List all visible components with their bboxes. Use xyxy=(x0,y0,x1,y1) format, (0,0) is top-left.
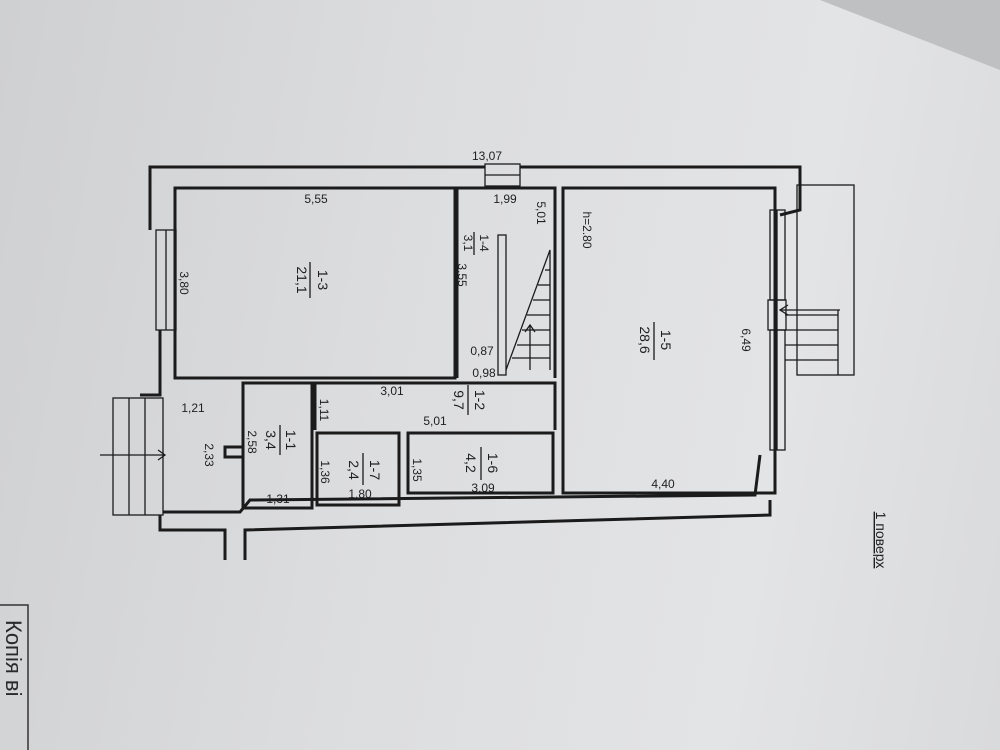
staircase xyxy=(505,249,551,371)
svg-text:3,09: 3,09 xyxy=(471,481,495,495)
room-1-3 xyxy=(173,186,457,380)
chimney xyxy=(223,445,245,459)
svg-text:0,87: 0,87 xyxy=(470,344,494,358)
outer-walls xyxy=(140,165,802,560)
svg-text:1-4: 1-4 xyxy=(477,234,491,252)
svg-text:1,36: 1,36 xyxy=(318,460,332,484)
room-label-1-7: 1-7 2,4 xyxy=(346,453,383,485)
svg-text:1-6: 1-6 xyxy=(485,453,501,473)
room-label-1-5: 1-5 28,6 xyxy=(637,322,674,360)
room-label-1-4: 1-4 3,1 xyxy=(461,232,491,255)
svg-text:3,1: 3,1 xyxy=(461,235,475,252)
svg-text:1,80: 1,80 xyxy=(348,487,372,501)
svg-text:1-7: 1-7 xyxy=(367,460,383,480)
dimension-labels: 13,07 5,55 3,80 1,99 5,01 3,55 0,87 0,98… xyxy=(177,149,753,506)
room-1-7 xyxy=(315,431,401,507)
svg-text:2,58: 2,58 xyxy=(245,430,259,454)
room-1-6 xyxy=(406,431,555,495)
room-label-1-1: 1-1 3,4 xyxy=(263,425,299,455)
windows xyxy=(155,163,787,451)
svg-text:Копія ві: Копія ві xyxy=(1,620,26,696)
entrance-stairs-left xyxy=(100,397,167,516)
svg-text:1-5: 1-5 xyxy=(658,330,674,350)
svg-text:5,01: 5,01 xyxy=(534,201,548,225)
svg-text:2,33: 2,33 xyxy=(202,443,216,467)
svg-text:5,01: 5,01 xyxy=(423,414,447,428)
room-label-1-3: 1-3 21,1 xyxy=(294,262,331,298)
svg-text:3,01: 3,01 xyxy=(380,384,404,398)
svg-text:3,55: 3,55 xyxy=(455,263,469,287)
svg-text:13,07: 13,07 xyxy=(472,149,502,163)
svg-text:1,99: 1,99 xyxy=(493,192,517,206)
svg-text:1,11: 1,11 xyxy=(317,399,331,422)
svg-text:4,2: 4,2 xyxy=(463,453,479,473)
svg-text:6,49: 6,49 xyxy=(739,328,753,352)
ceiling-height: h=2.80 xyxy=(580,211,594,248)
paper-shadow xyxy=(820,0,1000,70)
room-id: 1-3 xyxy=(315,270,331,290)
svg-text:1,35: 1,35 xyxy=(410,458,424,482)
stair-rail xyxy=(497,234,507,376)
svg-text:5,55: 5,55 xyxy=(304,192,328,206)
svg-text:0,98: 0,98 xyxy=(472,366,496,380)
room-label-1-2: 1-2 9,7 xyxy=(451,385,488,415)
svg-text:1-2: 1-2 xyxy=(472,390,488,410)
svg-text:3,80: 3,80 xyxy=(177,271,191,295)
floor-label: 1 поверх xyxy=(873,512,889,569)
svg-text:1-1: 1-1 xyxy=(283,430,299,450)
svg-text:1,31: 1,31 xyxy=(266,492,290,506)
svg-text:28,6: 28,6 xyxy=(637,326,653,353)
svg-text:3,4: 3,4 xyxy=(263,430,279,450)
svg-text:1,21: 1,21 xyxy=(181,401,205,415)
room-label-1-6: 1-6 4,2 xyxy=(463,447,501,480)
entrance-stairs-right xyxy=(778,184,855,376)
copy-stamp: Копія ві xyxy=(0,604,29,750)
svg-text:9,7: 9,7 xyxy=(451,390,467,410)
room-1-4 xyxy=(455,186,557,378)
room-1-2 xyxy=(313,381,557,430)
room-area: 21,1 xyxy=(294,266,310,293)
svg-text:4,40: 4,40 xyxy=(651,477,675,491)
room-1-5 xyxy=(561,186,777,495)
svg-text:2,4: 2,4 xyxy=(346,460,362,480)
